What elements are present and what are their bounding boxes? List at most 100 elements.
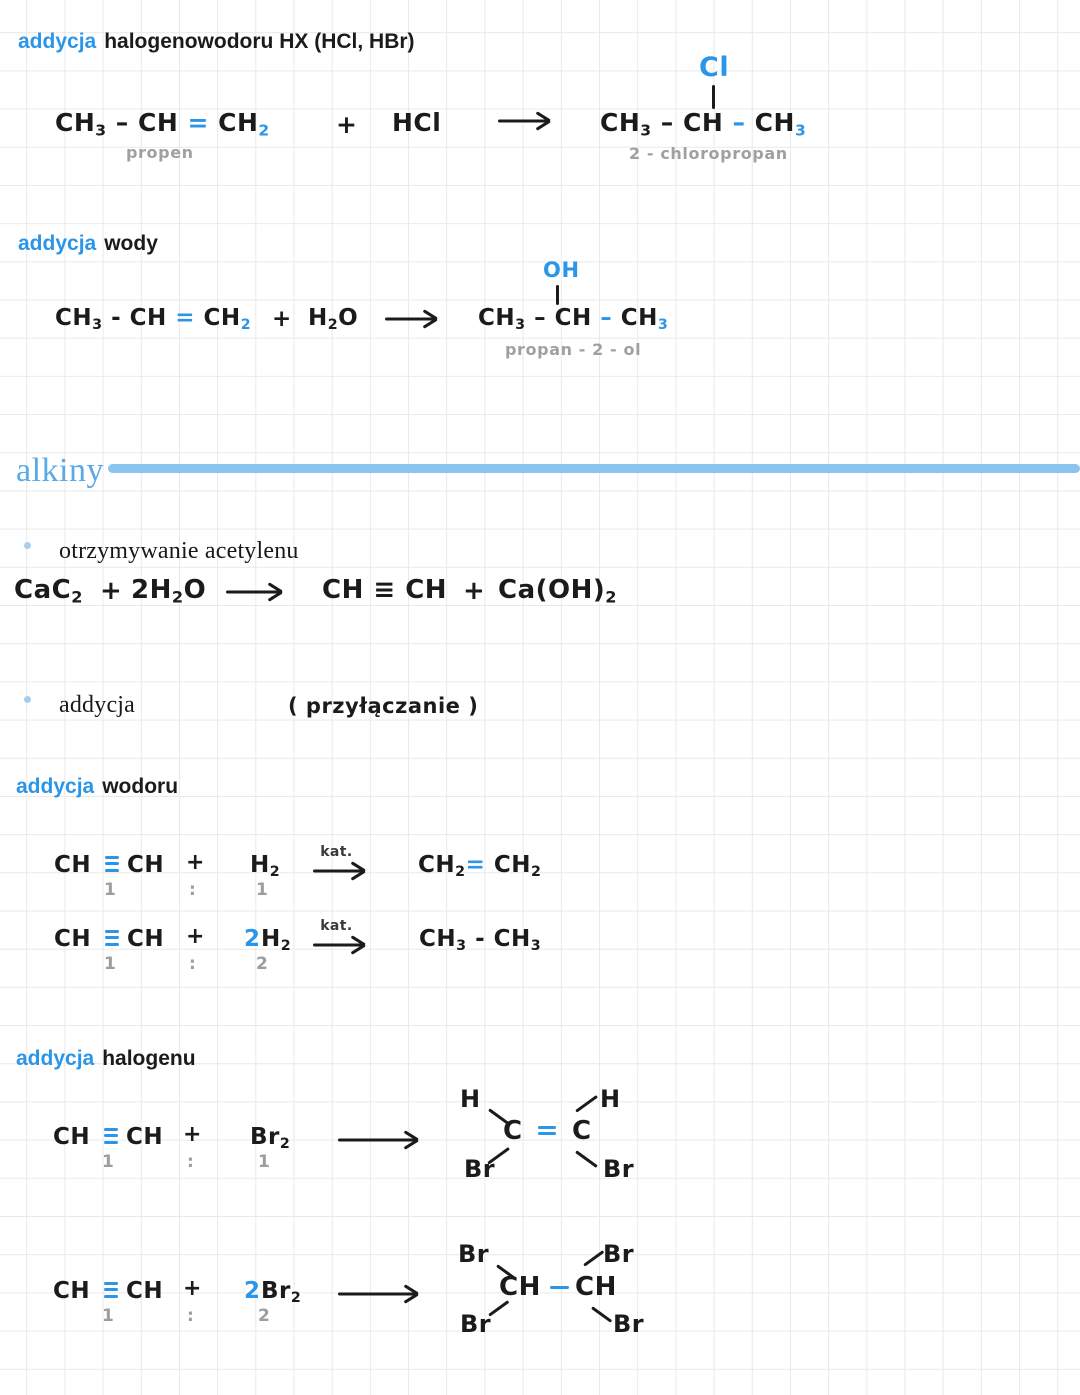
structure2-center-right-atom: CH [575,1272,617,1302]
equation-water-product-name: propan - 2 - ol [505,340,642,359]
reaction-arrow-hx [498,110,551,132]
substituent-hydroxyl: OH [543,258,580,282]
section-rest: halogenowodoru HX (HCl, HBr) [104,30,415,53]
structure1-bottom-left-group: Br [464,1155,496,1183]
ratio-br-row2-colon: : [187,1306,195,1326]
triple-bond-glyph-h1 [105,856,119,875]
equation-water-reactant1: CH3 - CH = CH2 [55,305,252,333]
equation-h2-row2-product: CH3 - CH3 [419,926,542,954]
equation-h2-row1-product: CH2= CH2 [418,852,542,880]
equation-br-row1-reactant2: Br2 [250,1124,291,1152]
equation-acetylene-plus1: + [100,576,123,606]
bullet-note-addition: ( przyłączanie ) [288,694,479,718]
equation-acetylene-reactant2: 2H2O [131,575,207,607]
bond-stroke-2b [488,1300,510,1317]
structure2-top-left-group: Br [458,1240,490,1268]
section-keyword: addycja [18,30,97,53]
bullet-dot-icon [24,542,31,549]
equation-br-row2-reactant1-left: CH [53,1278,91,1304]
section-label-halogen: addycja halogenu [16,1047,196,1071]
reaction-arrow-br-row1 [338,1130,419,1150]
equation-h2-row2-plus: + [186,924,205,949]
ratio-h2-row2-right: 2 [256,954,269,974]
section-rest-hydrogen: wodoru [102,775,179,798]
structure1-center-right-atom: C [572,1116,592,1146]
triple-bond-glyph-br2 [104,1282,118,1301]
equation-hx-reactant2: HCl [392,108,442,137]
equation-water-product: CH3 – CH – CH3 [478,305,669,333]
ratio-br-row2-right: 2 [258,1306,271,1326]
substituent-chlorine: Cl [699,52,730,83]
section-divider-rule [108,464,1080,473]
section-label-hydrogen-halide: addycja halogenowodoru HX (HCl, HBr) [18,30,415,54]
single-bond-glyph-structure2 [550,1286,569,1289]
section-keyword-halogen: addycja [16,1047,95,1070]
equation-water-reactant2: H2O [308,305,359,333]
ratio-h2-row1-left: 1 [104,880,117,900]
reaction-arrow-br-row2 [338,1284,419,1304]
equation-hx-reactant1: CH3 – CH = CH2 [55,108,270,140]
structure2-center-left-atom: CH [499,1272,541,1302]
equation-h2-row1-reactant2: H2 [250,852,281,880]
section-label-water: addycja wody [18,232,158,256]
structure2-bottom-left-group: Br [460,1310,492,1338]
equation-hx-plus: + [336,110,358,139]
bond-stroke-2d [591,1306,613,1323]
equation-h2-row2-coefficient: 2 [244,926,261,952]
equation-br-row1-reactant1-right: CH [126,1124,164,1150]
ratio-h2-row2-colon: : [189,954,197,974]
ratio-br-row1-left: 1 [102,1152,115,1172]
reaction-arrow-acetylene [226,581,283,603]
equation-acetylene-plus2: + [463,576,486,606]
ratio-h2-row1-colon: : [189,880,197,900]
equation-h2-row1-plus: + [186,850,205,875]
equation-br-row2-plus: + [183,1276,202,1301]
double-bond-glyph-structure1 [538,1126,556,1139]
bullet-label-acetylene: otrzymywanie acetylenu [59,538,299,564]
equation-h2-row1-reactant1-left: CH [54,852,92,878]
equation-br-row2-reactant1-right: CH [126,1278,164,1304]
structure1-top-right-group: H [600,1085,621,1113]
bond-line-vertical-oh [556,285,559,305]
equation-br-row2-coefficient: 2 [244,1278,261,1304]
equation-hx-product: CH3 – CH – CH3 [600,108,807,140]
reaction-arrow-water [385,308,438,330]
triple-bond-glyph-h2 [105,930,119,949]
structure1-bottom-right-group: Br [603,1155,635,1183]
bond-stroke-2c [583,1250,605,1267]
section-keyword-water: addycja [18,232,97,255]
equation-acetylene-product1: CH ≡ CH [322,575,448,605]
bond-line-vertical-cl [712,85,715,109]
catalyst-label-row2: kat. [320,918,353,934]
bullet-label-addition: addycja [59,692,136,718]
structure1-top-left-group: H [460,1085,481,1113]
equation-acetylene-product2: Ca(OH)2 [498,575,617,607]
bond-stroke-1c [575,1094,598,1113]
bond-stroke-1d [575,1150,598,1168]
equation-h2-row2-reactant1-left: CH [54,926,92,952]
bullet-dot-icon-2 [24,696,31,703]
equation-br-row1-reactant1-left: CH [53,1124,91,1150]
reaction-arrow-h2-row1: kat. [313,844,366,881]
page-section-heading-alkiny: alkiny [16,452,104,489]
reaction-arrow-h2-row2: kat. [313,918,366,955]
equation-hx-product-name: 2 - chloropropan [629,144,788,163]
equation-water-plus: + [272,306,292,332]
section-rest-halogen: halogenu [102,1047,196,1070]
triple-bond-glyph-br1 [104,1128,118,1147]
equation-h2-row2-reactant1-right: CH [127,926,165,952]
ratio-br-row2-left: 1 [102,1306,115,1326]
structure2-bottom-right-group: Br [613,1310,645,1338]
ratio-h2-row1-right: 1 [256,880,269,900]
bullet-item-addition: addycja [24,692,135,719]
catalyst-label-row1: kat. [320,844,353,860]
ratio-h2-row2-left: 1 [104,954,117,974]
equation-br-row2-reactant2: Br2 [261,1278,302,1306]
section-rest-water: wody [104,232,158,255]
equation-h2-row2-reactant2: H2 [261,926,292,954]
ratio-br-row1-colon: : [187,1152,195,1172]
equation-acetylene-reactant1: CaC2 [14,575,83,607]
structure2-top-right-group: Br [603,1240,635,1268]
section-keyword-hydrogen: addycja [16,775,95,798]
equation-hx-reactant1-name: propen [126,143,194,162]
